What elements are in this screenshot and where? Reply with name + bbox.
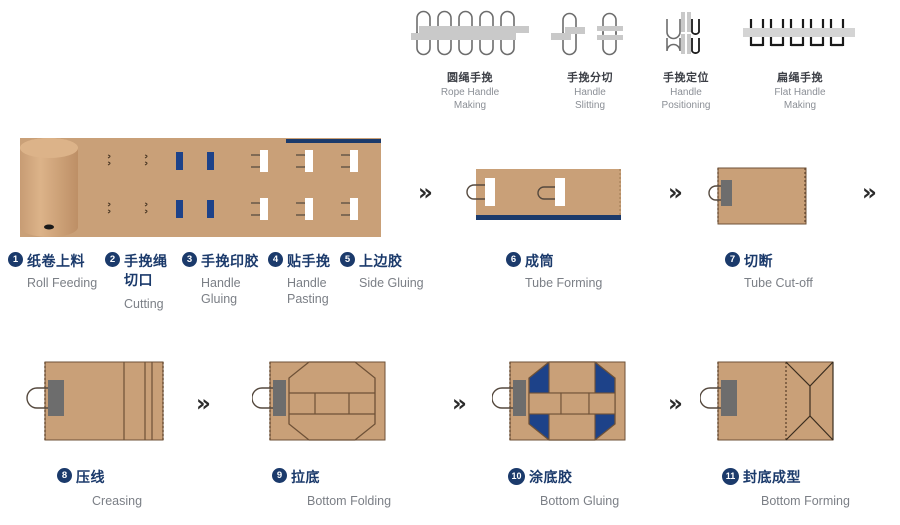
tube-forming-graphic bbox=[466, 169, 621, 220]
step-label-1: 1 纸卷上料 Roll Feeding bbox=[8, 252, 97, 291]
step-label-cn: 贴手挽 bbox=[287, 253, 331, 269]
flow-arrow-5: » bbox=[452, 391, 467, 417]
step-label-3: 3 手挽印胶 Handle Gluing bbox=[182, 252, 259, 307]
top-module-label-en-1: Handle bbox=[574, 87, 606, 98]
step-label-7: 7 切断 Tube Cut-off bbox=[725, 252, 813, 291]
step-label-en-1: Handle bbox=[201, 276, 241, 290]
bottom-folding-graphic bbox=[252, 361, 386, 441]
step-badge: 8 bbox=[57, 468, 72, 483]
step-badge: 1 bbox=[8, 252, 23, 267]
step-label-cn: 涂底胶 bbox=[529, 469, 573, 485]
step-label-en: Bottom Folding bbox=[307, 494, 392, 508]
step-badge: 5 bbox=[340, 252, 355, 267]
flow-arrow-6: » bbox=[668, 391, 683, 417]
step-label-en: Bottom Forming bbox=[761, 494, 850, 508]
step-badge: 6 bbox=[506, 252, 521, 267]
step-label-en-2: Pasting bbox=[287, 292, 329, 306]
step-badge: 4 bbox=[268, 252, 283, 267]
step-label-2: 2 手挽绳 切口 Cutting bbox=[105, 252, 168, 312]
step-label-6: 6 成筒 Tube Forming bbox=[506, 252, 602, 291]
step-label-en-2: Gluing bbox=[201, 292, 238, 306]
step-label-5: 5 上边胶 Side Gluing bbox=[340, 252, 424, 291]
side-glue-stripe bbox=[286, 139, 381, 143]
step-label-cn: 切断 bbox=[744, 253, 773, 269]
bottom-forming-graphic bbox=[700, 361, 834, 441]
step-label-cn: 手挽绳 bbox=[124, 253, 168, 269]
top-module-label-cn: 扁绳手挽 bbox=[777, 72, 823, 84]
top-module-label-cn: 手挽分切 bbox=[567, 72, 613, 84]
step-badge: 2 bbox=[105, 252, 120, 267]
top-module-label-en-1: Flat Handle bbox=[774, 87, 826, 98]
top-module-label-cn: 手挽定位 bbox=[663, 72, 709, 84]
flow-arrow-3: » bbox=[862, 180, 877, 206]
step-badge: 9 bbox=[272, 468, 287, 483]
bottom-gluing-graphic bbox=[492, 361, 626, 441]
top-module-handle-slitting: 手挽分切 Handle Slitting bbox=[541, 4, 639, 112]
top-module-label-en-2: Positioning bbox=[661, 100, 711, 111]
step-label-en: Bottom Gluing bbox=[540, 494, 620, 508]
tube-cutoff-graphic bbox=[708, 167, 807, 225]
step-label-cn: 压线 bbox=[76, 469, 105, 485]
step-label-cn: 上边胶 bbox=[359, 253, 403, 269]
handle-slitting-icon bbox=[551, 12, 623, 56]
step-label-cn: 封底成型 bbox=[743, 469, 801, 485]
step-label-en: Tube Cut-off bbox=[744, 276, 813, 290]
step-badge: 10 bbox=[508, 468, 525, 485]
step-badge: 11 bbox=[722, 468, 739, 485]
top-module-rope-handle-making: 圆绳手挽 Rope Handle Making bbox=[405, 4, 535, 112]
top-module-label-en-2: Making bbox=[783, 100, 817, 111]
flow-arrow-4: » bbox=[196, 391, 211, 417]
step-label-en-1: Handle bbox=[287, 276, 327, 290]
step-label-11: 11 封底成型 Bottom Forming bbox=[722, 468, 850, 509]
flat-handle-making-icon bbox=[743, 19, 855, 47]
top-module-flat-handle-making: 扁绳手挽 Flat Handle Making bbox=[737, 4, 863, 112]
step-label-en: Cutting bbox=[124, 297, 164, 311]
top-module-label-en-2: Slitting bbox=[574, 100, 605, 111]
step-label-en: Creasing bbox=[92, 494, 143, 508]
step-label-cn: 拉底 bbox=[291, 469, 320, 485]
step-label-4: 4 贴手挽 Handle Pasting bbox=[268, 252, 331, 307]
step-badge: 3 bbox=[182, 252, 197, 267]
step-label-9: 9 拉底 Bottom Folding bbox=[272, 468, 391, 509]
rope-handle-making-icon bbox=[411, 10, 529, 56]
step-badge: 7 bbox=[725, 252, 740, 267]
handle-positioning-icon bbox=[666, 12, 700, 54]
top-module-handle-positioning: 手挽定位 Handle Positioning bbox=[640, 4, 732, 112]
step-label-10: 10 涂底胶 Bottom Gluing bbox=[508, 468, 619, 509]
step-label-8: 8 压线 Creasing bbox=[57, 468, 142, 509]
creasing-graphic bbox=[26, 361, 164, 441]
flow-arrow-2: » bbox=[668, 180, 683, 206]
step-label-cn: 纸卷上料 bbox=[27, 253, 85, 269]
pasted-handles bbox=[251, 150, 358, 220]
top-module-label-en-1: Handle bbox=[670, 87, 702, 98]
top-module-label-en-1: Rope Handle bbox=[440, 87, 500, 98]
step-label-en: Roll Feeding bbox=[27, 276, 98, 290]
step-label-cn-2: 切口 bbox=[124, 272, 153, 288]
step-label-en: Side Gluing bbox=[359, 276, 424, 290]
step-label-en: Tube Forming bbox=[525, 276, 603, 290]
step-label-cn: 成筒 bbox=[525, 253, 554, 269]
flow-arrow-1: » bbox=[418, 180, 433, 206]
top-module-label-cn: 圆绳手挽 bbox=[447, 72, 493, 84]
step-label-cn: 手挽印胶 bbox=[201, 253, 259, 269]
paper-roll-and-web-graphic bbox=[20, 138, 381, 237]
top-module-label-en-2: Making bbox=[453, 100, 487, 111]
handle-glue-marks bbox=[176, 152, 214, 218]
